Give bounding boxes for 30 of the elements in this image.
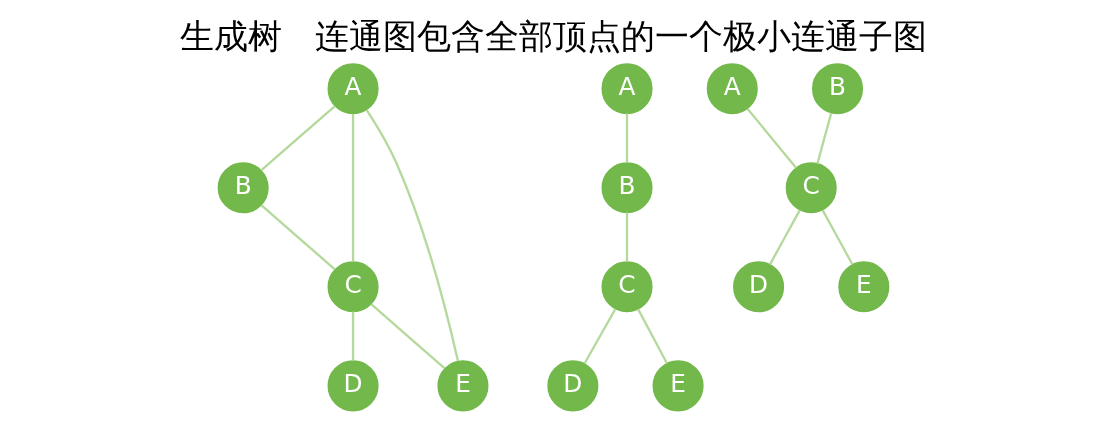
connector [260,105,336,171]
node-circle: D [733,261,785,313]
connector [768,209,801,265]
node-circle: D [547,360,599,412]
node-circle: D [327,360,379,412]
node-circle: A [706,63,758,115]
connector [583,308,617,365]
node-circle: B [812,63,864,115]
connector [816,112,833,164]
connector [625,212,629,262]
diagram-title: 生成树 连通图包含全部顶点的一个极小连通子图 [180,15,927,56]
node-circle: B [217,162,269,214]
connector [625,113,629,163]
node-circle: C [785,162,837,214]
node-circle: A [327,63,379,115]
connector [351,311,355,361]
connector [260,204,336,270]
connector [365,109,460,362]
connector [821,209,854,265]
node-circle: E [437,360,489,412]
node-circle: C [327,261,379,313]
node-circle: C [601,261,653,313]
connector [637,308,669,365]
connector [351,114,355,262]
node-circle: A [601,63,653,115]
node-circle: B [601,162,653,214]
connector [746,108,797,169]
node-circle: E [652,360,704,412]
connector [370,303,446,369]
node-circle: E [838,261,890,313]
